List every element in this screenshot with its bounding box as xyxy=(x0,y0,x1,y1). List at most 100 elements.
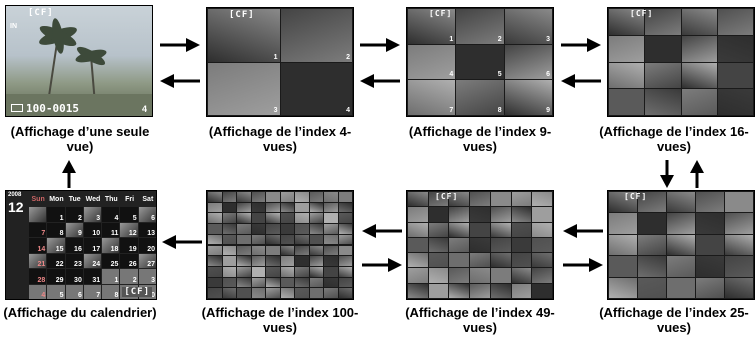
thumbnail[interactable] xyxy=(645,35,681,62)
calendar-day[interactable]: 16 xyxy=(65,238,83,253)
thumbnail[interactable] xyxy=(645,89,681,115)
thumbnail[interactable]: 4 xyxy=(408,44,456,80)
thumbnail[interactable] xyxy=(280,277,294,288)
thumbnail[interactable] xyxy=(251,245,265,256)
thumbnail[interactable] xyxy=(609,35,645,62)
thumbnail[interactable] xyxy=(266,234,280,245)
thumbnail[interactable] xyxy=(428,207,449,222)
thumbnail[interactable] xyxy=(237,213,251,224)
thumbnail[interactable]: 1 xyxy=(208,9,280,62)
thumbnail[interactable] xyxy=(532,237,552,253)
thumbnail[interactable] xyxy=(470,268,490,283)
thumbnail[interactable] xyxy=(324,234,338,245)
thumbnail[interactable]: 8 xyxy=(456,80,504,115)
thumbnail[interactable] xyxy=(609,192,637,213)
thumbnail[interactable] xyxy=(324,202,338,213)
thumbnail[interactable] xyxy=(725,277,753,298)
calendar-day[interactable]: 5 xyxy=(47,284,65,299)
calendar-day[interactable] xyxy=(29,207,47,222)
thumbnail[interactable] xyxy=(667,213,695,234)
calendar-day[interactable]: 22 xyxy=(47,253,65,269)
thumbnail[interactable] xyxy=(511,253,532,268)
thumbnail[interactable] xyxy=(696,213,724,234)
thumbnail[interactable] xyxy=(208,266,222,277)
thumbnail[interactable] xyxy=(638,256,666,277)
thumbnail[interactable]: 6 xyxy=(504,44,552,80)
thumbnail[interactable] xyxy=(532,283,552,298)
thumbnail[interactable] xyxy=(309,192,323,202)
thumbnail[interactable] xyxy=(470,207,490,222)
thumbnail[interactable] xyxy=(324,192,338,202)
thumbnail[interactable] xyxy=(251,266,265,277)
calendar-day[interactable]: 7 xyxy=(83,284,102,299)
thumbnail[interactable] xyxy=(237,192,251,202)
thumbnail[interactable] xyxy=(222,224,236,234)
thumbnail[interactable] xyxy=(266,277,280,288)
thumbnail[interactable] xyxy=(222,202,236,213)
thumbnail[interactable] xyxy=(408,283,428,298)
thumbnail[interactable] xyxy=(324,256,338,266)
thumbnail[interactable] xyxy=(609,89,645,115)
thumbnail[interactable] xyxy=(266,192,280,202)
thumbnail[interactable] xyxy=(681,62,717,89)
thumbnail[interactable] xyxy=(408,192,428,207)
thumbnail[interactable] xyxy=(324,277,338,288)
thumbnail[interactable] xyxy=(338,266,352,277)
thumbnail[interactable] xyxy=(428,268,449,283)
calendar-day[interactable]: 6 xyxy=(65,284,83,299)
thumbnail[interactable] xyxy=(449,192,470,207)
thumbnail[interactable] xyxy=(208,288,222,298)
calendar-day[interactable]: 1 xyxy=(47,207,65,222)
thumbnail[interactable] xyxy=(449,207,470,222)
thumbnail[interactable] xyxy=(251,288,265,298)
thumbnail[interactable] xyxy=(280,224,294,234)
thumbnail[interactable] xyxy=(309,245,323,256)
thumbnail[interactable] xyxy=(609,277,637,298)
thumbnail[interactable] xyxy=(609,213,637,234)
thumbnail[interactable] xyxy=(295,202,309,213)
calendar-day[interactable]: 23 xyxy=(65,253,83,269)
calendar-day[interactable]: 8 xyxy=(102,284,120,299)
thumbnail[interactable] xyxy=(309,224,323,234)
thumbnail[interactable] xyxy=(408,253,428,268)
calendar-day[interactable]: 8 xyxy=(47,222,65,238)
thumbnail[interactable]: 9 xyxy=(504,80,552,115)
thumbnail[interactable] xyxy=(309,213,323,224)
thumbnail[interactable] xyxy=(295,245,309,256)
calendar-day[interactable]: 15 xyxy=(47,238,65,253)
thumbnail[interactable] xyxy=(667,192,695,213)
thumbnail[interactable] xyxy=(309,256,323,266)
thumbnail[interactable] xyxy=(251,202,265,213)
calendar-day[interactable]: 19 xyxy=(120,238,138,253)
thumbnail[interactable] xyxy=(208,256,222,266)
calendar-day[interactable]: 30 xyxy=(65,269,83,284)
thumbnail[interactable] xyxy=(222,277,236,288)
thumbnail[interactable] xyxy=(309,266,323,277)
calendar-day[interactable]: 6 xyxy=(138,207,156,222)
calendar-day[interactable]: 1 xyxy=(102,269,120,284)
thumbnail[interactable]: 3 xyxy=(504,9,552,44)
thumbnail[interactable] xyxy=(208,277,222,288)
thumbnail[interactable]: 2 xyxy=(280,9,352,62)
calendar-day[interactable]: 3 xyxy=(138,269,156,284)
thumbnail[interactable] xyxy=(609,9,645,35)
thumbnail[interactable] xyxy=(609,256,637,277)
calendar-day[interactable]: 14 xyxy=(29,238,47,253)
thumbnail[interactable] xyxy=(237,202,251,213)
thumbnail[interactable] xyxy=(717,89,753,115)
thumbnail[interactable] xyxy=(266,288,280,298)
thumbnail[interactable] xyxy=(638,192,666,213)
thumbnail[interactable]: 1 xyxy=(408,9,456,44)
thumbnail[interactable] xyxy=(638,234,666,256)
thumbnail[interactable] xyxy=(295,234,309,245)
calendar-day[interactable]: 31 xyxy=(83,269,102,284)
thumbnail[interactable] xyxy=(532,207,552,222)
thumbnail[interactable] xyxy=(222,266,236,277)
thumbnail[interactable] xyxy=(266,213,280,224)
thumbnail[interactable] xyxy=(667,277,695,298)
calendar-day[interactable]: 25 xyxy=(102,253,120,269)
thumbnail[interactable] xyxy=(338,202,352,213)
calendar-day[interactable]: 24 xyxy=(83,253,102,269)
thumbnail[interactable] xyxy=(725,213,753,234)
thumbnail[interactable] xyxy=(470,192,490,207)
